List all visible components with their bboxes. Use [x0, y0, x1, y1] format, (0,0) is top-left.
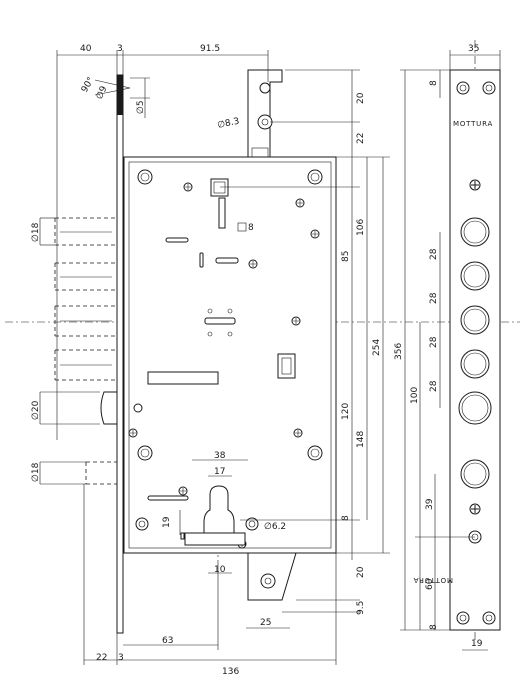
faceplate-cross-screws [469, 179, 481, 515]
dim-fp-60: 60 [425, 578, 435, 590]
switch-box [277, 353, 296, 379]
dim-fp-28c: 28 [429, 336, 439, 348]
dimension-lines [39, 50, 501, 665]
brand-top: MOTTURA [453, 120, 493, 128]
case-screws [135, 169, 323, 531]
dim-dia-62: ∅6.2 [264, 522, 286, 532]
bracket-hole-83 [257, 114, 273, 130]
cross-screws [128, 182, 320, 549]
dim-bot-3: 3 [118, 653, 124, 663]
dim-dia-83: ∅8.3 [217, 117, 241, 131]
follower-square-inner [213, 181, 226, 194]
bracket-foot [251, 147, 269, 158]
dim-v-148: 148 [356, 431, 366, 448]
faceplate-bolt-holes [458, 217, 492, 489]
follower-arm [218, 197, 226, 229]
dim-v-356: 356 [394, 343, 404, 360]
dim-v-8a: 8 [341, 515, 351, 521]
dim-dia-18a: ∅18 [31, 222, 41, 242]
dim-v-22: 22 [356, 133, 366, 144]
dim-38: 38 [214, 451, 226, 461]
cylinder-nub [180, 532, 185, 540]
faceplate-screws [456, 81, 496, 625]
dim-v-120: 120 [341, 403, 351, 420]
bracket-hole-inner [261, 118, 269, 126]
dim-fp-8top: 8 [429, 80, 439, 86]
dim-v-20b: 20 [356, 566, 366, 578]
dim-fp-28b: 28 [429, 292, 439, 304]
front-plate-hatch [117, 75, 123, 115]
dim-17: 17 [214, 467, 225, 477]
front-plate [116, 74, 124, 634]
square-8-marker [237, 222, 247, 232]
dim-top-40: 40 [80, 44, 92, 54]
dim-fp-28d: 28 [429, 380, 439, 392]
dim-19: 19 [162, 516, 172, 528]
dim-fp-28a: 28 [429, 248, 439, 260]
latch [100, 391, 118, 425]
dim-angle-90: 90° [80, 76, 97, 95]
slot-lower [147, 495, 189, 501]
dim-fp-8bot: 8 [429, 624, 439, 630]
dim-v-254: 254 [372, 339, 382, 356]
dim-dia-18b: ∅18 [31, 462, 41, 482]
slot-2 [199, 252, 204, 268]
bottom-bracket-hole-inner [264, 577, 272, 585]
slot-1 [165, 237, 189, 243]
dim-v-95: 9.5 [356, 601, 366, 615]
dim-v-20a: 20 [356, 92, 366, 104]
lock-case [123, 156, 337, 554]
dim-bot-22: 22 [96, 653, 107, 663]
dim-dia-5: ∅5 [136, 100, 146, 114]
latch-pin [133, 403, 143, 413]
dim-fp-19: 19 [471, 639, 483, 649]
dim-10: 10 [214, 565, 226, 575]
dim-square-8: 8 [248, 223, 254, 233]
cylinder-profile [203, 485, 235, 536]
top-bracket [247, 69, 283, 158]
dim-fp-100: 100 [410, 387, 420, 404]
dim-v-85: 85 [341, 251, 351, 262]
bracket-hole-top [259, 82, 271, 94]
dim-25: 25 [260, 618, 271, 628]
dim-bot-136: 136 [222, 667, 239, 677]
dim-bot-63: 63 [162, 636, 173, 646]
slot-3 [215, 257, 239, 264]
cylinder-base [184, 532, 246, 546]
lock-case-inner [128, 161, 332, 549]
switch-box-inner [281, 357, 292, 375]
dim-dia-20: ∅20 [31, 400, 41, 420]
bolts [54, 217, 117, 485]
dim-v-106: 106 [356, 219, 366, 236]
dim-top-3: 3 [117, 44, 123, 54]
slot-4 [204, 317, 236, 325]
bottom-bracket-hole [260, 573, 276, 589]
slot-long [147, 371, 219, 385]
dim-fp-39: 39 [425, 498, 435, 510]
brand-bottom: MOTTURA [413, 576, 453, 584]
follower-square [210, 178, 229, 197]
dim-top-915: 91.5 [200, 44, 220, 54]
dim-top-35: 35 [468, 44, 479, 54]
dim-dia-9: ∅9 [95, 84, 110, 101]
